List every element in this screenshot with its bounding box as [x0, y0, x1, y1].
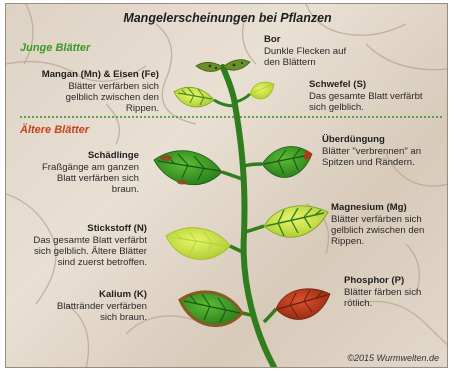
leaf-schaedlinge — [154, 151, 222, 185]
desc-stickstoff-line-2: sich gelblich. Ältere Blätter — [34, 246, 147, 257]
heading-schaedlinge: Schädlinge — [88, 150, 139, 161]
page-title: Mangelerscheinungen bei Pflanzen — [6, 11, 448, 25]
heading-mangan-eisen: Mangan (Mn) & Eisen (Fe) — [42, 69, 159, 80]
desc-phosphor-line-2: rötlich. — [344, 298, 372, 309]
leaf-ueberduengung — [262, 147, 312, 178]
branch-schaedlinge — [222, 172, 242, 179]
branch-phosphor — [264, 309, 276, 322]
copyright-credit: ©2015 Wurmwelten.de — [347, 353, 439, 363]
heading-bor: Bor — [264, 34, 281, 45]
branch-magnesium — [245, 226, 264, 232]
heading-phosphor: Phosphor (P) — [344, 275, 404, 286]
desc-kalium-line-2: sich braun. — [100, 312, 147, 323]
desc-schwefel-line-1: Das gesamte Blatt verfärbt — [309, 91, 423, 102]
desc-stickstoff-line-1: Das gesamte Blatt verfärbt — [33, 235, 147, 246]
desc-mangan-eisen-line-2: gelblich zwischen den — [66, 92, 159, 103]
leaf-magnesium — [264, 206, 328, 237]
desc-stickstoff-line-3: sind zuerst betroffen. — [58, 257, 147, 268]
desc-kalium-line-1: Blattränder verfärben — [57, 301, 147, 312]
branch-upper-right — [236, 94, 250, 102]
diagram-frame: Mangelerscheinungen bei Pflanzen Junge B… — [5, 3, 448, 368]
desc-bor-line-2: den Blättern — [264, 57, 316, 68]
heading-schwefel: Schwefel (S) — [309, 79, 366, 90]
heading-kalium: Kalium (K) — [99, 289, 147, 300]
desc-schaedlinge-line-1: Fraßgänge am ganzen — [42, 162, 139, 173]
desc-phosphor-line-1: Blätter färben sich — [344, 287, 421, 298]
desc-schwefel-line-2: sich gelblich. — [309, 102, 364, 113]
leaf-kalium — [180, 292, 242, 326]
desc-mangan-eisen-line-1: Blätter verfärben sich — [68, 81, 159, 92]
leaf-stickstoff — [166, 228, 230, 260]
section-label-old-leaves: Ältere Blätter — [20, 124, 89, 136]
branch-ueberduengung — [244, 164, 262, 166]
desc-ueberduengung-line-1: Blätter "verbrennen" an — [322, 146, 421, 157]
section-label-young-leaves: Junge Blätter — [20, 42, 90, 54]
desc-magnesium-line-1: Blätter verfärben sich — [331, 214, 422, 225]
leaf-phosphor — [276, 289, 330, 320]
heading-ueberduengung: Überdüngung — [322, 134, 385, 145]
desc-magnesium-line-3: Rippen. — [331, 236, 364, 247]
desc-mangan-eisen-line-3: Rippen. — [126, 103, 159, 114]
desc-ueberduengung-line-2: Spitzen und Rändern. — [322, 157, 415, 168]
desc-schaedlinge-line-3: braun. — [112, 184, 139, 195]
plant-illustration — [6, 4, 448, 368]
desc-magnesium-line-2: gelblich zwischen den — [331, 225, 424, 236]
leaf-mangan-eisen — [174, 87, 214, 107]
desc-bor-line-1: Dunkle Flecken auf — [264, 46, 346, 57]
heading-stickstoff: Stickstoff (N) — [87, 223, 147, 234]
desc-schaedlinge-line-2: Blatt verfärben sich — [57, 173, 139, 184]
leaf-schwefel — [250, 82, 274, 99]
heading-magnesium: Magnesium (Mg) — [331, 202, 407, 213]
